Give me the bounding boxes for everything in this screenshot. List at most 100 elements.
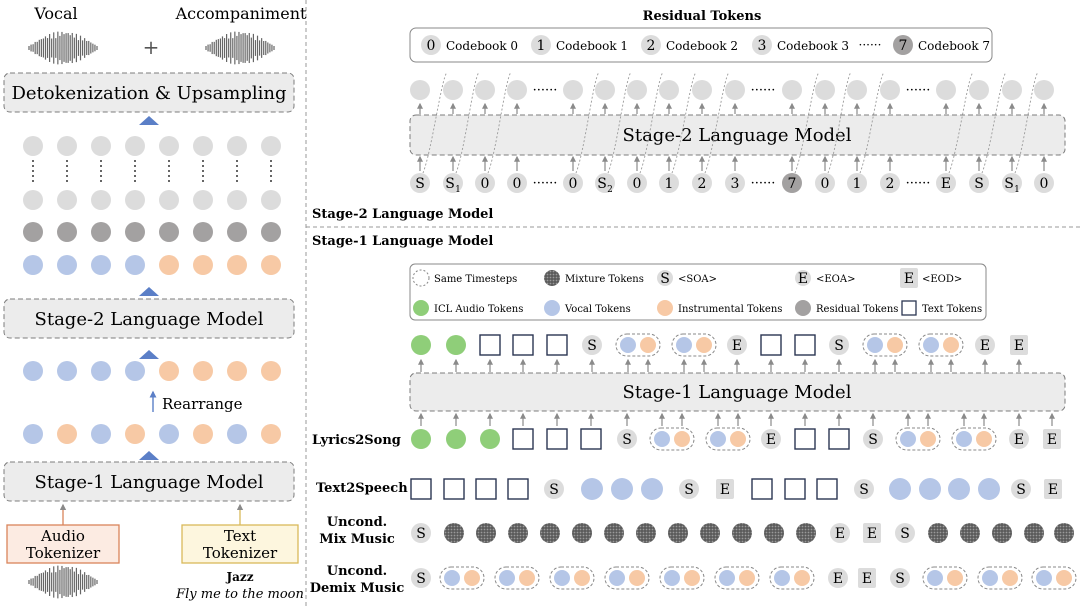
same-timestep-icon	[412, 269, 430, 287]
mixture-token	[928, 523, 948, 543]
token-circle	[617, 429, 637, 449]
text-tokenizer-line1: Text	[224, 527, 256, 545]
audio-tokenizer-line2: Tokenizer	[26, 544, 101, 562]
token-letter: E	[732, 338, 742, 354]
token-circle	[895, 523, 915, 543]
instrumental-token	[943, 337, 959, 353]
token-circle	[507, 173, 527, 193]
codebook-label: Codebook 0	[446, 39, 518, 53]
codebook-label: Codebook 3	[777, 39, 849, 53]
input-token: 1	[847, 173, 867, 193]
blue-token	[91, 361, 111, 381]
token-letter: E	[1047, 432, 1057, 448]
vocal-token	[609, 570, 625, 586]
token-letter: 0	[821, 176, 830, 192]
token-circle	[828, 568, 848, 588]
grey-token	[125, 190, 145, 210]
soa-token: S	[829, 335, 849, 355]
output-ellipsis: ······	[751, 83, 776, 98]
vocal-instrumental-pair	[615, 333, 661, 357]
eoa-token: E	[830, 523, 850, 543]
vocal-instrumental-pair	[439, 566, 485, 590]
legend-item: E<EOD>	[900, 268, 962, 288]
eod-token: E	[1044, 479, 1062, 499]
token-letter: 0	[633, 176, 642, 192]
mixture-token-icon	[544, 270, 560, 286]
instrumental-token	[920, 431, 936, 447]
dark-token-icon	[795, 300, 811, 316]
autoregressive-link	[607, 71, 632, 174]
rearrange-label: Rearrange	[162, 395, 243, 413]
token-letter: S	[868, 432, 878, 448]
output-token	[936, 80, 956, 100]
instrumental-token	[976, 431, 992, 447]
text-token-icon	[901, 300, 917, 316]
token-letter: 3	[731, 176, 740, 192]
vocal-token	[982, 570, 998, 586]
vocal-instrumental-pair	[922, 566, 968, 590]
blue-token	[91, 255, 111, 275]
orange-token	[159, 361, 179, 381]
grey-token	[261, 190, 281, 210]
token-circle	[782, 173, 802, 193]
residual-token	[23, 222, 43, 242]
soa-token: S	[1011, 479, 1031, 499]
soa-token: S	[411, 523, 431, 543]
soa-token: S	[544, 479, 564, 499]
token-circle	[725, 173, 745, 193]
orange-token	[57, 424, 77, 444]
text-token	[443, 478, 465, 500]
grey-token	[23, 136, 43, 156]
instrumental-token	[1056, 570, 1072, 586]
token-letter: E	[720, 482, 730, 498]
input-token: 2	[692, 173, 712, 193]
input-token: 0	[1034, 173, 1054, 193]
output-token	[692, 80, 712, 100]
token-circle	[582, 335, 602, 355]
instrumental-token	[574, 570, 590, 586]
up-triangle-icon	[139, 350, 159, 359]
vocal-token	[664, 570, 680, 586]
token-letter: 0	[569, 176, 578, 192]
orange-token	[227, 361, 247, 381]
token-subscript: 1	[455, 185, 461, 195]
token-letter: S	[895, 571, 905, 587]
legend-item: E<EOA>	[795, 270, 855, 287]
vocal-token	[774, 570, 790, 586]
mixture-token	[796, 523, 816, 543]
autoregressive-link	[948, 71, 974, 174]
input-token: 3	[725, 173, 745, 193]
token-circle	[563, 173, 583, 193]
vocal-token	[919, 478, 941, 500]
text-token	[816, 478, 838, 500]
output-token	[880, 80, 900, 100]
stage2-output-tokens: ··················	[410, 80, 1054, 114]
input-token: 2	[880, 173, 900, 193]
token-circle	[829, 335, 849, 355]
autoregressive-link	[487, 71, 512, 174]
orange-token-icon	[657, 300, 673, 316]
token-letter: S	[684, 482, 694, 498]
genre-text: Jazz	[225, 570, 253, 584]
legend-item: Vocal Tokens	[544, 300, 631, 316]
eod-token: E	[1010, 335, 1028, 355]
grey-token	[159, 190, 179, 210]
vocal-token	[900, 431, 916, 447]
blue-token	[23, 361, 43, 381]
vocal-token	[581, 478, 603, 500]
token-letter: E	[980, 338, 990, 354]
token-circle	[531, 35, 551, 55]
token-circle	[443, 173, 463, 193]
legend-label: <EOA>	[816, 274, 855, 285]
blue-token	[159, 424, 179, 444]
vocal-token	[611, 478, 633, 500]
token-letter: 7	[788, 176, 797, 192]
icl-audio-token	[411, 429, 431, 449]
residual-token	[125, 222, 145, 242]
orange-token	[261, 255, 281, 275]
token-letter: E	[833, 571, 843, 587]
